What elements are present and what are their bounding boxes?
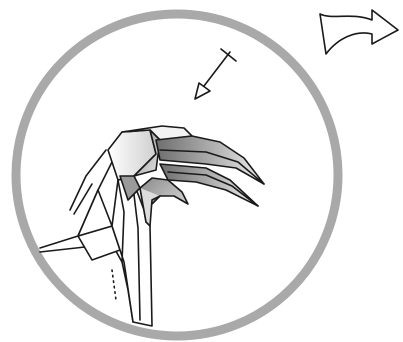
curved-turn-arrow-icon <box>320 10 398 54</box>
